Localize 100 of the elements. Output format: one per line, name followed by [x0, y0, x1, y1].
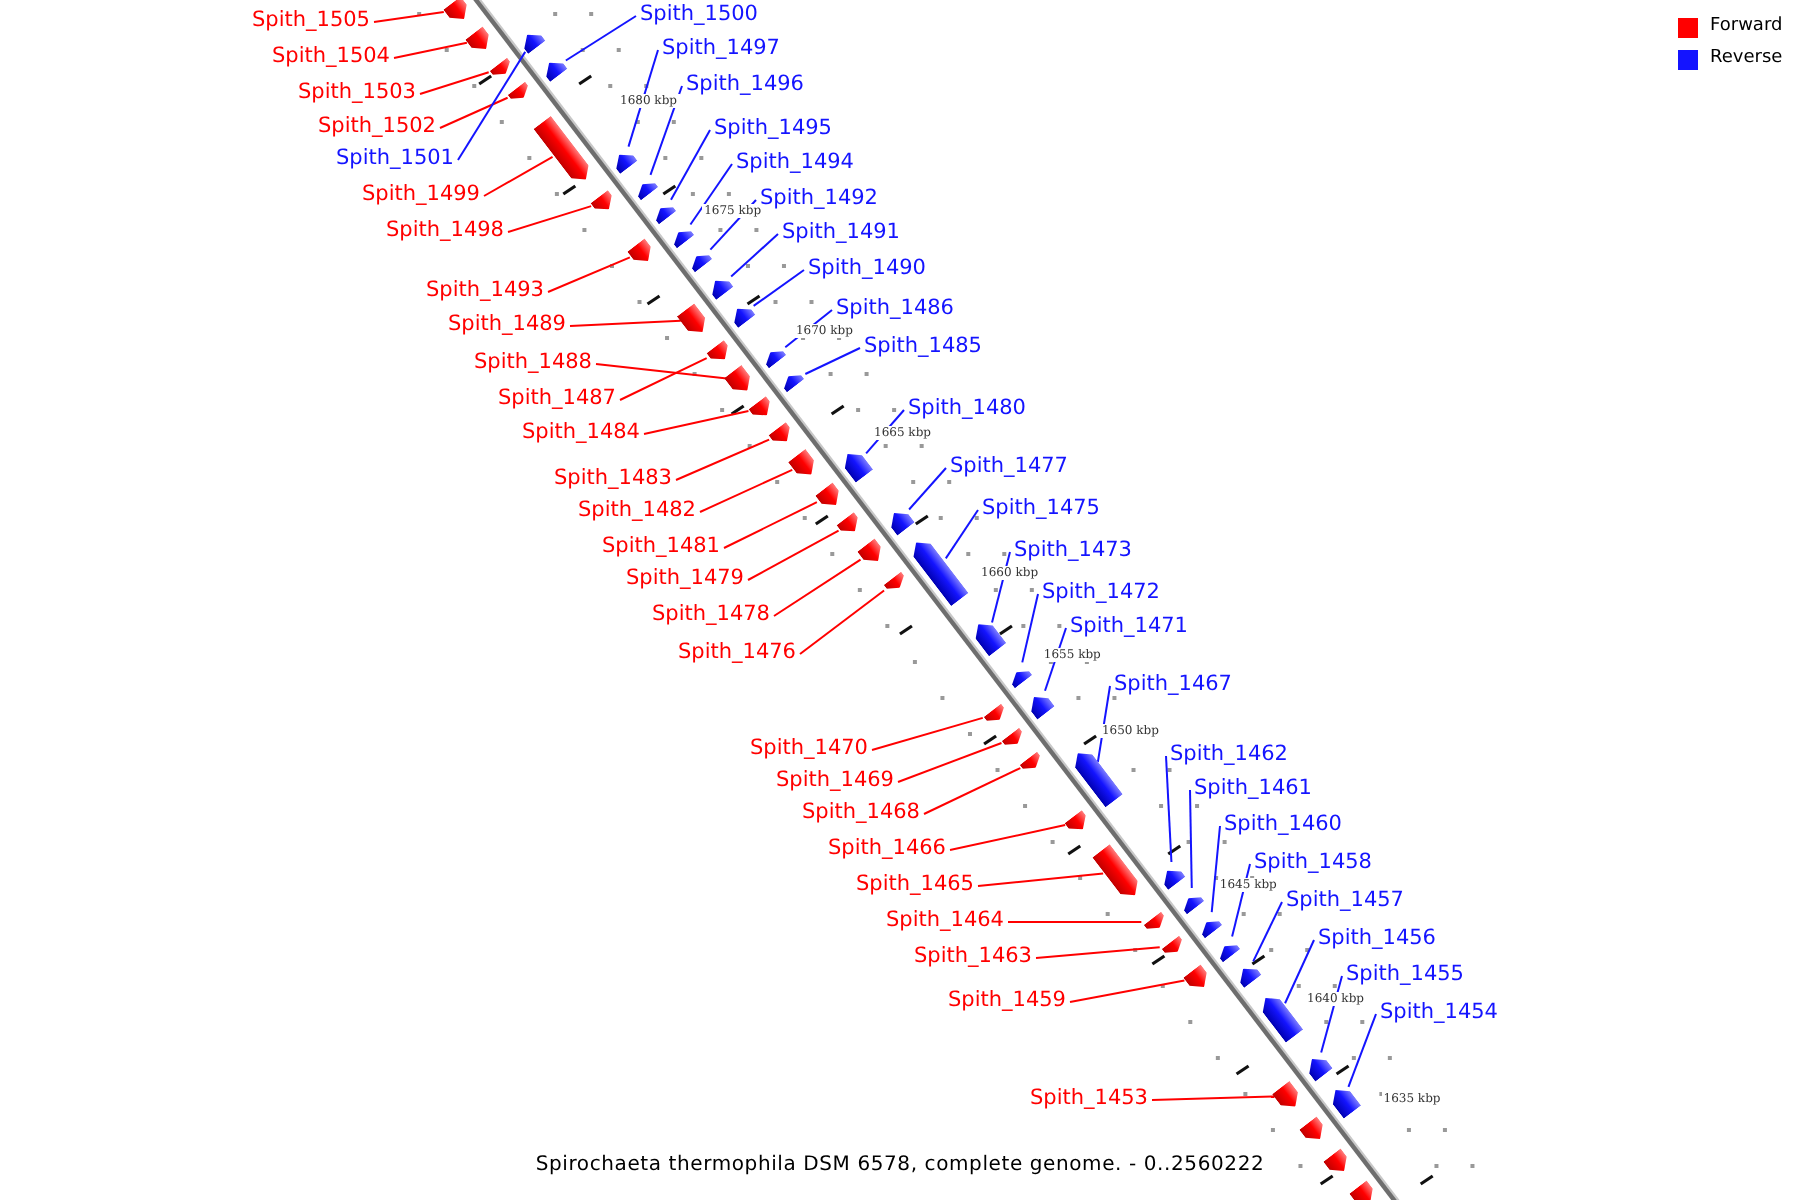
gene-label: Spith_1486 [836, 296, 954, 322]
gene-label: Spith_1495 [714, 116, 832, 142]
gene-label: Spith_1483 [554, 466, 672, 492]
leader-line [643, 410, 750, 435]
gene-label: Spith_1504 [272, 44, 390, 70]
gene-label: Spith_1503 [298, 80, 416, 106]
leader-line [773, 558, 862, 617]
leader-line [1035, 946, 1161, 959]
leader-line [752, 269, 805, 307]
leader-line [619, 357, 708, 401]
gene-label: Spith_1471 [1070, 614, 1188, 640]
gene-label: Spith_1493 [426, 278, 544, 304]
leader-line [908, 467, 947, 511]
leader-line [723, 501, 818, 549]
gene-label: Spith_1458 [1254, 850, 1372, 876]
leader-line [419, 71, 490, 95]
leader-line [699, 468, 794, 513]
legend-label: Forward [1710, 14, 1783, 40]
gene-label: Spith_1499 [362, 182, 480, 208]
gene-label: Spith_1491 [782, 220, 900, 246]
gene-label: Spith_1501 [336, 146, 454, 172]
gene-label: Spith_1497 [662, 36, 780, 62]
gene-block [882, 570, 908, 594]
leader-line [923, 767, 1022, 815]
gene-label: Spith_1461 [1194, 776, 1312, 802]
gene-label: Spith_1467 [1114, 672, 1232, 698]
gene-block [508, 80, 533, 104]
leader-line [627, 49, 659, 148]
gene-label: Spith_1490 [808, 256, 926, 282]
gene-label: Spith_1470 [750, 736, 868, 762]
leader-line [747, 529, 840, 581]
gene-label: Spith_1475 [982, 496, 1100, 522]
gene-label: Spith_1466 [828, 836, 946, 862]
leader-line [1210, 825, 1221, 914]
gene-label: Spith_1496 [686, 72, 804, 98]
leader-line [675, 438, 771, 481]
gene-label: Spith_1505 [252, 8, 370, 34]
leader-line [991, 551, 1011, 624]
leader-line [949, 823, 1067, 851]
gene-label: Spith_1464 [886, 908, 1004, 934]
gene-label: Spith_1502 [318, 114, 436, 140]
legend-label: Reverse [1710, 46, 1783, 72]
leader-line [804, 347, 861, 375]
leader-line [670, 129, 711, 201]
gene-label: Spith_1472 [1042, 580, 1160, 606]
leader-line [897, 741, 1003, 783]
gene-label: Spith_1489 [448, 312, 566, 338]
leader-line [547, 256, 631, 293]
leader-line [1069, 979, 1186, 1003]
gene-label: Spith_1454 [1380, 1000, 1498, 1026]
leader-line [799, 589, 886, 655]
leader-line [871, 716, 984, 751]
gene-label: Spith_1456 [1318, 926, 1436, 952]
gene-label: Spith_1463 [914, 944, 1032, 970]
leader-line [564, 15, 637, 62]
gene-label: Spith_1469 [776, 768, 894, 794]
leader-line [730, 233, 779, 278]
gene-label: Spith_1457 [1286, 888, 1404, 914]
gene-label: Spith_1455 [1346, 962, 1464, 988]
leader-line [483, 155, 554, 197]
leader-line [439, 96, 509, 129]
gene-label: Spith_1462 [1170, 742, 1288, 768]
gene-label: Spith_1480 [908, 396, 1026, 422]
leader-line [649, 85, 683, 176]
gene-label: Spith_1500 [640, 2, 758, 28]
leader-line [689, 163, 733, 226]
leader-line [595, 363, 728, 380]
gene-label: Spith_1494 [736, 150, 854, 176]
leader-line [1284, 939, 1315, 1005]
leader-line [393, 41, 468, 59]
leader-line [977, 872, 1105, 887]
gene-label: Spith_1479 [626, 566, 744, 592]
gene-label: Spith_1473 [1014, 538, 1132, 564]
gene-label: Spith_1460 [1224, 812, 1342, 838]
leader-line [1021, 593, 1039, 664]
gene-label: Spith_1476 [678, 640, 796, 666]
leader-line [1189, 789, 1193, 889]
leader-line [1347, 1013, 1377, 1088]
gene-label: Spith_1492 [760, 186, 878, 212]
gene-label: Spith_1498 [386, 218, 504, 244]
gene-label: Spith_1482 [578, 498, 696, 524]
gene-block [1142, 910, 1168, 934]
leader-line [1007, 921, 1143, 923]
gene-label: Spith_1459 [948, 988, 1066, 1014]
leader-line [373, 11, 445, 23]
gene-label: Spith_1485 [864, 334, 982, 360]
gene-label: Spith_1477 [950, 454, 1068, 480]
leader-line [1165, 755, 1173, 863]
gene-label: Spith_1481 [602, 534, 720, 560]
leader-line [1151, 1095, 1276, 1101]
gene-label: Spith_1488 [474, 350, 592, 376]
leader-line [944, 509, 979, 560]
gene-label: Spith_1453 [1030, 1086, 1148, 1112]
leader-line [1252, 901, 1283, 963]
gene-label: Spith_1484 [522, 420, 640, 446]
gene-label: Spith_1487 [498, 386, 616, 412]
leader-line [457, 50, 527, 161]
gene-label: Spith_1465 [856, 872, 974, 898]
gene-block [1002, 726, 1027, 750]
leader-line [569, 319, 682, 327]
